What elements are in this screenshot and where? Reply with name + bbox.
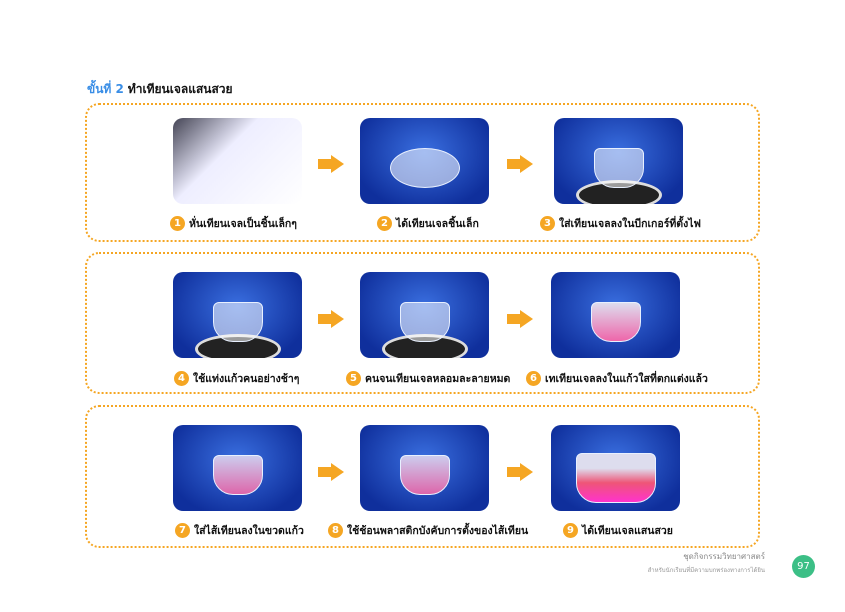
photo-melting [360,272,489,358]
arrow-icon [507,155,533,173]
photo-pouring [551,272,680,358]
arrow-icon [318,155,344,173]
photo-finished-candle [551,425,680,511]
photo-cutting-gel [173,118,302,204]
photo-stirring [173,272,302,358]
photo-beaker-heater [554,118,683,204]
step-box-3 [85,405,760,548]
page-number: 97 [792,555,815,578]
footer-subtitle: สำหรับนักเรียนที่มีความบกพร่องทางการได้ย… [647,567,765,574]
photo-spoon-wick [360,425,489,511]
title-text: ทำเทียนเจลแสนสวย [127,82,233,96]
arrow-icon [507,310,533,328]
arrow-icon [507,463,533,481]
step-label: ขั้นที่ 2 [87,82,124,96]
arrow-icon [318,310,344,328]
photo-wick [173,425,302,511]
photo-gel-pieces [360,118,489,204]
footer-book-title: ชุดกิจกรรมวิทยาศาสตร์ [683,552,765,561]
arrow-icon [318,463,344,481]
step-box-2 [85,252,760,394]
step-box-1 [85,103,760,242]
